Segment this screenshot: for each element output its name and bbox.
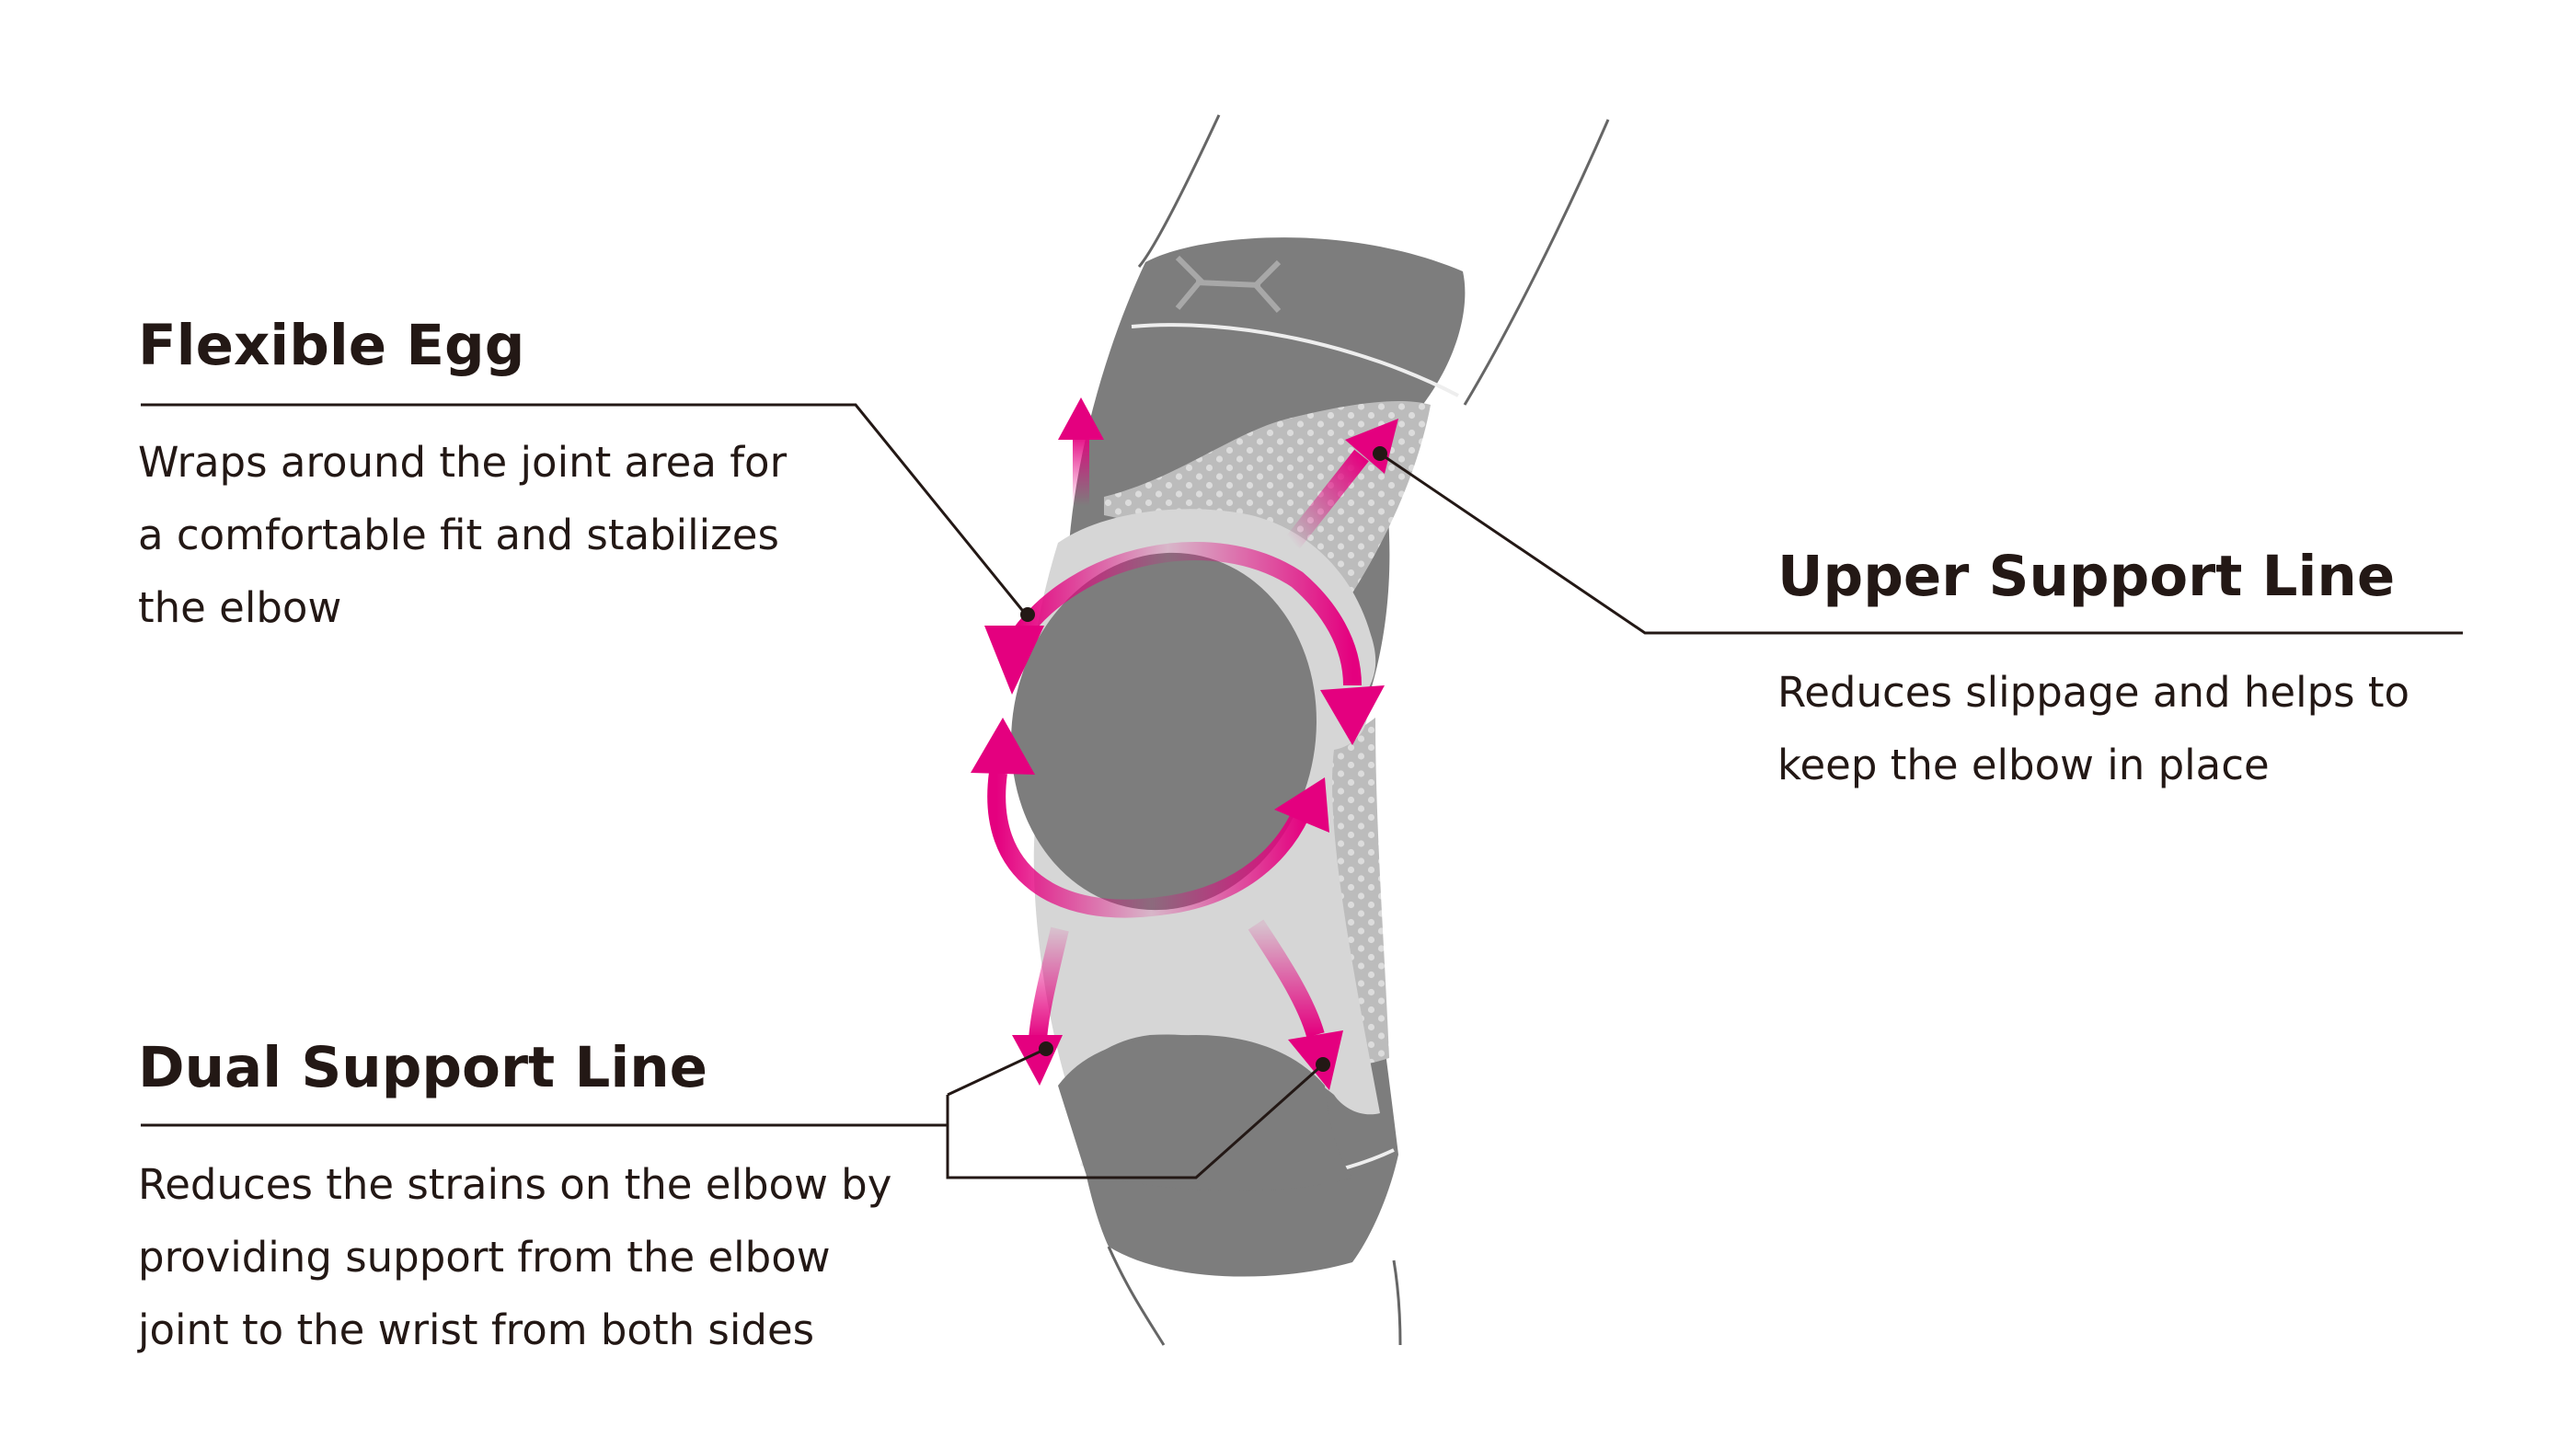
pink-arrow-icon <box>984 542 1385 745</box>
dual-support-leader <box>141 1047 1324 1179</box>
upper-support-leader-dot <box>1373 446 1387 461</box>
arm-outline-lower-right <box>1392 1259 1402 1346</box>
arm-outline-lower-left <box>1107 1246 1166 1346</box>
description-line: Reduces slippage and helps to <box>1777 668 2410 717</box>
flexible-egg-leader-dot <box>1020 607 1035 622</box>
dual-support-heading: Dual Support Line <box>138 1035 708 1100</box>
description-line: the elbow <box>138 583 342 632</box>
x-mark-logo-icon <box>1175 255 1282 313</box>
forearm-opening <box>1058 1035 1352 1191</box>
pink-arrow-icon <box>1058 397 1104 506</box>
description-line: a comfortable fit and stabilizes <box>138 511 779 559</box>
upper-mesh-panel <box>1104 400 1431 607</box>
description-line: keep the elbow in place <box>1777 741 2270 789</box>
flexible-egg-description: Wraps around the joint area for a comfor… <box>138 426 787 644</box>
flexible-egg-leader <box>141 403 1028 615</box>
dual-support-leader-dot-left <box>1039 1041 1053 1056</box>
flexible-egg-pad <box>1011 552 1317 911</box>
pink-arrow-icon <box>1248 919 1343 1090</box>
dual-support-description: Reduces the strains on the elbow by prov… <box>138 1148 891 1366</box>
flexible-egg-heading: Flexible Egg <box>138 313 525 378</box>
pink-arrow-icon <box>1285 419 1398 549</box>
dual-support-leader-dot-right <box>1316 1057 1330 1072</box>
upper-support-heading: Upper Support Line <box>1777 544 2396 609</box>
arm-outline-upper-left <box>1137 114 1221 268</box>
pink-arrow-icon <box>971 718 1329 918</box>
upper-cuff-seam <box>1131 323 1459 397</box>
arm-outline-upper-right <box>1463 119 1610 406</box>
description-line: Reduces the strains on the elbow by <box>138 1160 892 1209</box>
description-line: providing support from the elbow <box>138 1233 831 1282</box>
upper-support-description: Reduces slippage and helps to keep the e… <box>1777 656 2409 801</box>
description-line: joint to the wrist from both sides <box>138 1305 815 1354</box>
description-line: Wraps around the joint area for <box>138 438 788 487</box>
upper-support-leader <box>1379 452 2463 635</box>
